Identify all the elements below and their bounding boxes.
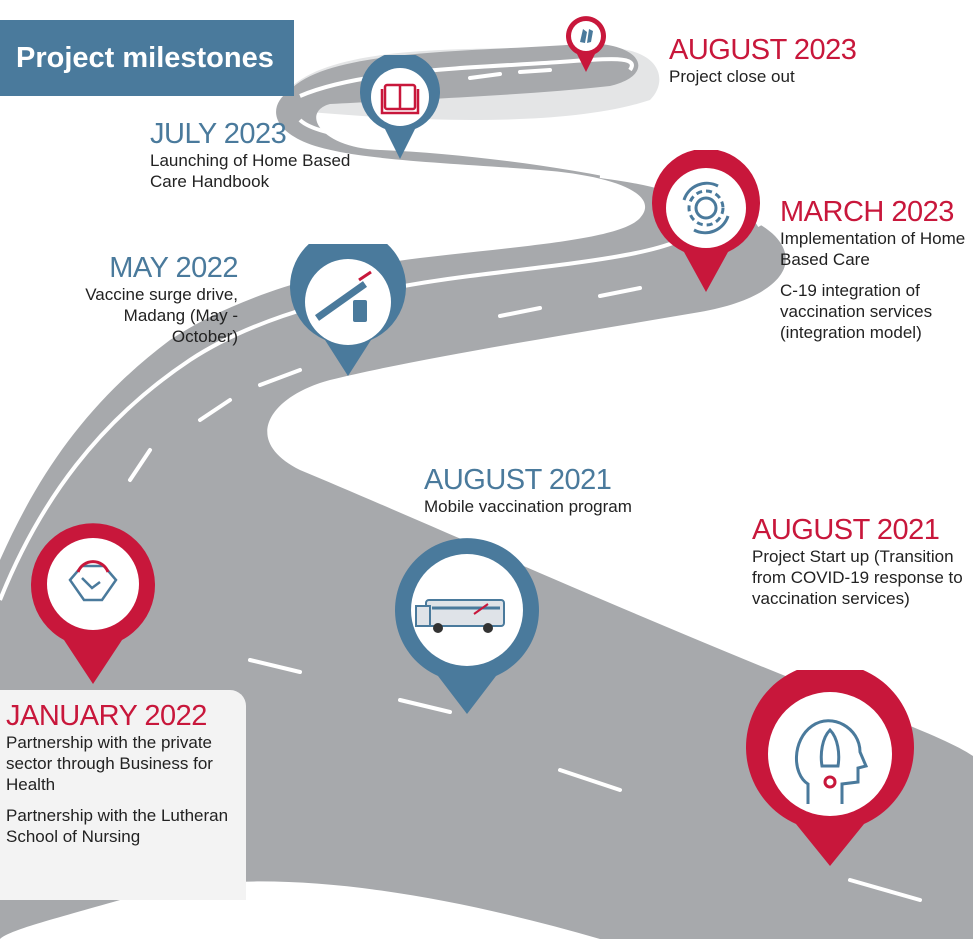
road-dashes xyxy=(128,68,922,902)
milestone-jul2023: JULY 2023 Launching of Home Based Care H… xyxy=(150,118,370,192)
milestone-date: AUGUST 2021 xyxy=(752,514,940,546)
clapping-hands-icon xyxy=(580,29,593,43)
page-title: Project milestones xyxy=(0,20,294,96)
milestone-jan2022: JANUARY 2022 Partnership with the privat… xyxy=(6,700,242,847)
head-rocket-icon xyxy=(795,719,869,804)
milestone-card-background xyxy=(0,690,246,900)
milestone-pin-jul2023 xyxy=(360,55,440,159)
milestone-description: C-19 integration of vaccination services… xyxy=(780,281,933,342)
milestone-date: MARCH 2023 xyxy=(780,196,954,228)
milestone-aug2023: AUGUST 2023 Project close out xyxy=(669,34,969,87)
syringe-vial-icon xyxy=(314,270,372,322)
milestone-date: AUGUST 2021 xyxy=(424,464,612,496)
milestone-date: JULY 2023 xyxy=(150,118,287,150)
milestone-pin-aug2021-start xyxy=(746,670,914,866)
milestone-aug2021-mobile: AUGUST 2021 Mobile vaccination program xyxy=(424,464,684,517)
milestone-mar2023: MARCH 2023 Implementation of Home Based … xyxy=(780,196,973,343)
milestone-pin-jan2022 xyxy=(30,523,155,684)
milestone-description: Project close out xyxy=(669,67,795,86)
milestone-pin-aug2023 xyxy=(566,16,606,73)
milestone-aug2021-start: AUGUST 2021 Project Start up (Transition… xyxy=(752,514,973,609)
milestone-description: Implementation of Home Based Care xyxy=(780,229,966,269)
milestone-may2022: MAY 2022 Vaccine surge drive, Madang (Ma… xyxy=(58,252,238,347)
milestone-pin-mar2023 xyxy=(652,150,760,292)
milestone-description: Project Start up (Transition from COVID-… xyxy=(752,547,963,608)
ambulance-icon xyxy=(415,599,505,633)
milestone-pin-aug2021-mobile xyxy=(395,538,539,714)
gear-cycle-icon xyxy=(682,181,730,235)
road-edge xyxy=(299,57,634,98)
milestone-date: AUGUST 2023 xyxy=(669,34,857,66)
milestone-description: Vaccine surge drive, Madang (May - Octob… xyxy=(85,285,238,346)
milestone-description: Mobile vaccination program xyxy=(424,497,632,516)
milestone-description: Launching of Home Based Care Handbook xyxy=(150,151,351,191)
milestone-date: MAY 2022 xyxy=(109,252,238,284)
milestone-description: Partnership with the Lutheran School of … xyxy=(6,806,229,846)
milestone-pin-may2022 xyxy=(290,244,406,376)
milestone-description: Partnership with the private sector thro… xyxy=(6,733,213,794)
book-icon xyxy=(380,83,420,115)
milestone-date: JANUARY 2022 xyxy=(6,700,207,732)
